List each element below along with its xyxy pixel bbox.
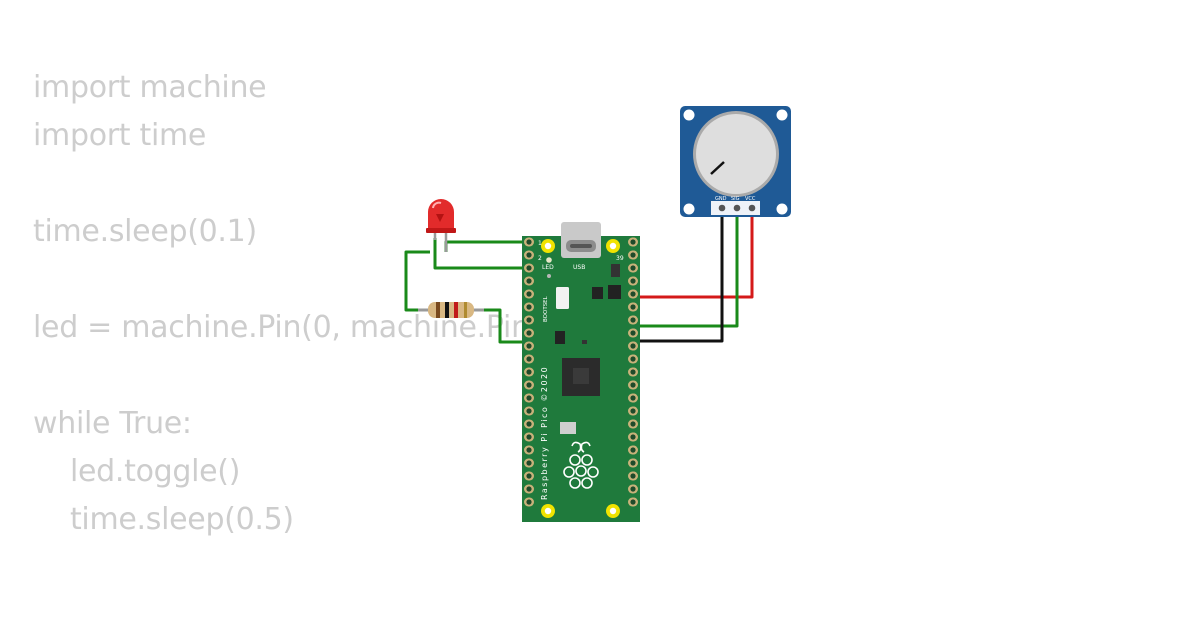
code-line: led.toggle() — [33, 454, 241, 489]
bootsel-button[interactable] — [556, 287, 569, 309]
code-line: while True: — [33, 406, 192, 441]
pico-pin-hole — [630, 278, 636, 284]
pico-pin-hole — [630, 265, 636, 271]
code-line: time.sleep(0.1) — [33, 214, 257, 249]
wire-resistor-right[interactable] — [478, 308, 530, 344]
pico-pins — [524, 237, 638, 507]
wire-led-to-gp0[interactable] — [444, 240, 530, 252]
pico-pin-hole — [526, 382, 532, 388]
pico-pin-hole — [526, 447, 532, 453]
pico-pin-hole — [526, 330, 532, 336]
onboard-led — [546, 257, 552, 263]
pot-pin-sig: SIG — [731, 196, 740, 202]
pico-pin-hole — [526, 343, 532, 349]
code-line: import time — [33, 118, 207, 153]
pot-pointer — [710, 161, 725, 175]
wire-pot-sig[interactable] — [632, 208, 739, 328]
wire-pot-vcc[interactable] — [632, 208, 754, 299]
pico-pin-hole — [630, 473, 636, 479]
pot-pin-vcc: VCC — [745, 196, 756, 202]
code-editor: import machine import time time.sleep(0.1… — [33, 64, 538, 544]
pico-pin-hole — [630, 330, 636, 336]
pico-pin-hole — [526, 317, 532, 323]
pico-pin-hole — [526, 460, 532, 466]
pin-label-2: 2 — [538, 255, 542, 262]
pico-pin-hole — [526, 486, 532, 492]
code-line: import machine — [33, 70, 267, 105]
pico-pin-hole — [630, 304, 636, 310]
pico-pin-hole — [630, 382, 636, 388]
pico-pin-hole — [630, 252, 636, 258]
pico-pin-hole — [526, 265, 532, 271]
wire-pot-gnd[interactable] — [632, 208, 724, 343]
pico-pin-hole — [630, 486, 636, 492]
pico-pin-hole — [526, 304, 532, 310]
led-label: LED — [542, 264, 554, 271]
pico-pin-hole — [526, 291, 532, 297]
pico-pin-hole — [630, 291, 636, 297]
usb-label: USB — [573, 264, 585, 271]
pico-pin-hole — [526, 239, 532, 245]
pico-pin-hole — [526, 278, 532, 284]
pico-pin-hole — [526, 369, 532, 375]
pico-pin-hole — [526, 473, 532, 479]
pico-pin-hole — [630, 356, 636, 362]
pico-pin-hole — [630, 369, 636, 375]
resistor[interactable] — [418, 302, 484, 318]
pico-pin-hole — [526, 408, 532, 414]
pico-pin-hole — [526, 395, 532, 401]
wire-led-to-gnd[interactable] — [433, 238, 530, 270]
pico-silkscreen: Raspberry Pi Pico ©2020 — [540, 366, 549, 500]
pot-knob[interactable] — [696, 114, 776, 194]
raspberry-pi-pico[interactable]: 1 2 39 USB LED BOOTSEL Raspberry Pi Pico… — [522, 222, 640, 522]
pico-pin-hole — [526, 421, 532, 427]
pico-pin-hole — [630, 408, 636, 414]
pin-label-1: 1 — [538, 240, 542, 247]
pico-pin-hole — [630, 239, 636, 245]
pico-pin-hole — [630, 421, 636, 427]
code-line: led = machine.Pin(0, machine.Pin.OUT) — [33, 310, 538, 345]
potentiometer-module[interactable]: GND SIG VCC — [680, 106, 791, 217]
pot-pin-gnd: GND — [715, 196, 727, 202]
usb-port[interactable] — [561, 222, 601, 258]
pico-pin-hole — [630, 499, 636, 505]
pico-pin-hole — [630, 447, 636, 453]
pico-pin-hole — [630, 460, 636, 466]
red-led[interactable] — [426, 199, 456, 252]
code-line: time.sleep(0.5) — [33, 502, 294, 537]
pico-pin-hole — [630, 395, 636, 401]
bootsel-label: BOOTSEL — [543, 295, 549, 322]
pin-label-39: 39 — [616, 255, 624, 262]
pico-pin-hole — [526, 434, 532, 440]
pico-pin-hole — [630, 317, 636, 323]
pico-pin-hole — [630, 343, 636, 349]
pico-pin-hole — [526, 252, 532, 258]
wire-resistor-left[interactable] — [404, 250, 430, 312]
pico-pin-hole — [526, 356, 532, 362]
pico-pin-hole — [526, 499, 532, 505]
pico-pin-hole — [630, 434, 636, 440]
raspberry-logo-icon — [563, 441, 599, 489]
